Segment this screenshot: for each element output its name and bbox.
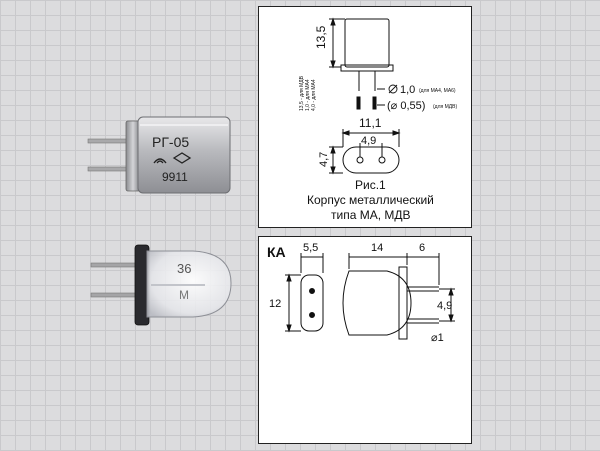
ma-pin-note: (для МА4, МА6): [419, 88, 456, 94]
drawing-ma: 13,5 13,5 - для МДВ 1,0 - для МА4 4,0 - …: [299, 17, 457, 222]
glass-crystal-marking: 36: [177, 261, 191, 276]
ka-dim-body: 14: [371, 242, 383, 254]
ma-dim-width: 11,1: [359, 116, 382, 130]
manufacturer-logo-icon: [153, 152, 192, 164]
ma-caption-line1: Корпус металлический: [307, 193, 434, 207]
ma-top-view: [342, 146, 400, 174]
metal-crystal-pin: [87, 166, 131, 172]
ma-dim-pin-dia: 1,0: [400, 84, 415, 96]
diameter-icon: [388, 84, 398, 94]
metal-crystal-date-code: 9911: [162, 170, 188, 184]
glass-crystal-marking-2: М: [179, 288, 189, 302]
ka-dim-pitch: 4,9: [437, 300, 452, 312]
drawing-ma-panel: 13,5 13,5 - для МДВ 1,0 - для МА4 4,0 - …: [258, 6, 472, 228]
ma-side-note-3: 4,0 - для МА4: [311, 79, 317, 111]
ma-side-note-2: 1,0 - для МА4: [305, 79, 311, 111]
ma-dim-pitch: 4,9: [361, 135, 376, 147]
ka-dim-base: 5,5: [303, 242, 318, 254]
drawing-ka-panel: КА: [258, 236, 472, 444]
ma-caption-line2: типа МА, МДВ: [331, 208, 411, 222]
metal-crystal-photo: РГ-05 9911: [87, 116, 231, 194]
ma-dim-height: 13,5: [314, 25, 328, 49]
drawing-ka: КА: [267, 242, 455, 344]
ka-title: КА: [267, 244, 286, 260]
ma-dim-depth: 4,7: [318, 152, 330, 167]
ma-side-note-1: 13,5 - для МДВ: [299, 75, 305, 111]
metal-crystal-marking: РГ-05: [152, 134, 189, 150]
ma-dim-pin-dia-alt: (⌀ 0,55): [387, 100, 425, 112]
ma-pin-alt-note: (для МДВ): [433, 104, 457, 110]
glass-crystal-photo: 36 М: [90, 244, 232, 326]
ka-dim-height: 12: [269, 298, 281, 310]
ma-body-outline: [344, 18, 390, 68]
ka-bulb-outline: [342, 270, 412, 336]
ka-dim-pin-dia: ⌀1: [431, 332, 444, 344]
metal-crystal-pin: [87, 138, 131, 144]
ka-base-outline: [300, 274, 324, 332]
ma-figure-label: Рис.1: [355, 178, 386, 192]
ka-dim-pin-len: 6: [419, 242, 425, 254]
